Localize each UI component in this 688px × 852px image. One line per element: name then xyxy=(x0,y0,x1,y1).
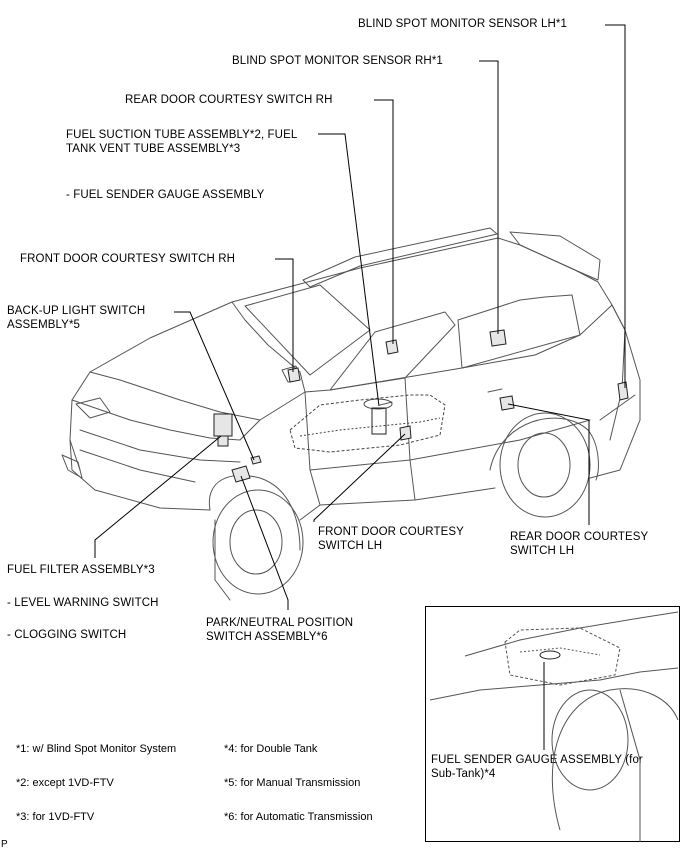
label-fuel-filter: FUEL FILTER ASSEMBLY*3 xyxy=(7,564,155,576)
bsm-lh-part xyxy=(617,381,629,401)
footnote-1: *1: w/ Blind Spot Monitor System xyxy=(16,743,177,755)
label-fuel-sender: - FUEL SENDER GAUGE ASSEMBLY xyxy=(66,189,265,201)
label-rear-door-rh: REAR DOOR COURTESY SWITCH RH xyxy=(125,94,333,106)
footnote-2: *2: except 1VD-FTV xyxy=(16,777,114,789)
footnote-4: *4: for Double Tank xyxy=(224,743,318,755)
label-backup-light: BACK-UP LIGHT SWITCH ASSEMBLY*5 xyxy=(7,305,146,331)
label-park-neutral: PARK/NEUTRAL POSITION SWITCH ASSEMBLY*6 xyxy=(206,617,354,643)
footnote-5: *5: for Manual Transmission xyxy=(224,777,361,789)
label-front-door-lh: FRONT DOOR COURTESY SWITCH LH xyxy=(318,526,464,552)
label-bsm-rh: BLIND SPOT MONITOR SENSOR RH*1 xyxy=(232,55,443,67)
inset-frame xyxy=(425,606,680,842)
park-neutral-switch-part xyxy=(231,465,251,483)
footnote-3: *3: for 1VD-FTV xyxy=(16,811,95,823)
label-fuel-suction: FUEL SUCTION TUBE ASSEMBLY*2, FUEL TANK … xyxy=(66,129,298,155)
corner-mark: P xyxy=(1,839,8,850)
rear-door-rh-switch-part xyxy=(385,339,399,355)
footnote-6: *6: for Automatic Transmission xyxy=(224,811,373,823)
bsm-rh-part xyxy=(489,329,507,347)
label-rear-door-lh: REAR DOOR COURTESY SWITCH LH xyxy=(510,531,649,557)
label-bsm-lh: BLIND SPOT MONITOR SENSOR LH*1 xyxy=(358,18,567,30)
rear-door-lh-switch-part xyxy=(499,395,515,411)
fuel-tank-outline xyxy=(289,394,446,453)
front-door-lh-switch-part xyxy=(399,425,412,441)
label-level-warning: - LEVEL WARNING SWITCH xyxy=(7,597,159,609)
front-door-rh-switch-part xyxy=(287,367,301,383)
components xyxy=(213,329,629,483)
fuel-filter-part xyxy=(213,413,233,437)
label-front-door-rh: FRONT DOOR COURTESY SWITCH RH xyxy=(20,253,236,265)
inset-sub-tank-drawing xyxy=(429,611,679,842)
leader-lines xyxy=(94,24,626,610)
label-clogging: - CLOGGING SWITCH xyxy=(7,629,127,641)
suv-body-outline xyxy=(61,227,641,601)
label-sender-sub: FUEL SENDER GAUGE ASSEMBLY (for Sub-Tank… xyxy=(431,754,643,780)
